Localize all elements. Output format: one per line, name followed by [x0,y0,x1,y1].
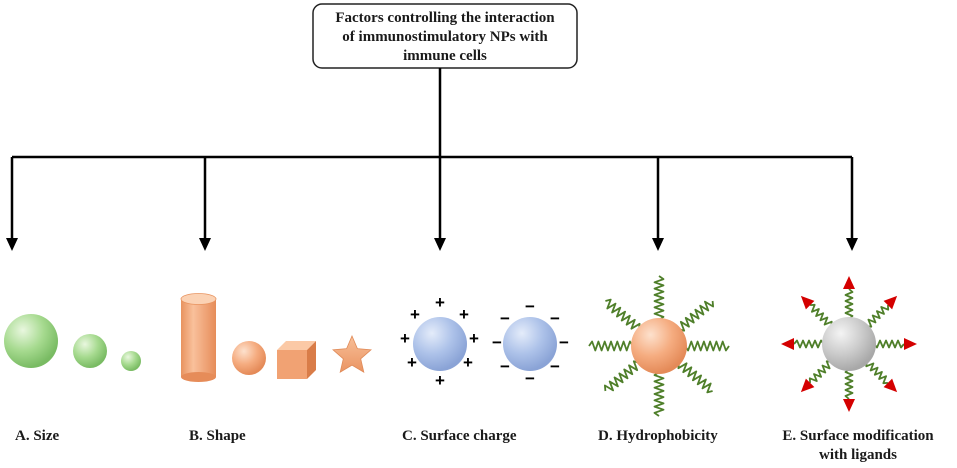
ligand-chain [844,288,854,320]
hydrophobic-chain [684,340,730,352]
title-line-3: immune cells [403,48,487,64]
negative-sign: − [559,333,569,352]
star-particle [332,334,372,374]
ligand-chain [866,305,890,328]
negative-particle: − − − − − − − − [492,297,569,388]
negative-sign: − [525,297,535,316]
ligand-particle [781,276,917,412]
title-line-1: Factors controlling the interaction [335,10,555,26]
ligand-arrowhead-icon [883,378,898,393]
size-particle-small [121,351,141,371]
ligand-chain [793,339,825,349]
title-line-2: of immunostimulatory NPs with [342,29,548,45]
charge-particles: + + + + + + + + − − − − − − − − [400,293,569,390]
ligand-chains [793,288,905,400]
size-particles [4,314,141,371]
hydrophobic-chains [588,275,730,417]
hydrophobic-chain [678,300,714,332]
hydrophobic-chain [588,340,634,352]
positive-particle: + + + + + + + + [400,293,479,390]
hydrophobic-chain [677,362,713,394]
negative-sign: − [550,309,560,328]
ligand-arrowhead-icon [800,378,815,393]
arrowhead-e [846,238,858,251]
hydrophobic-chain [605,298,641,330]
cube-particle [277,341,316,379]
negative-sign: − [492,333,502,352]
negative-particle-core [503,317,557,371]
negative-sign: − [525,369,535,388]
ligand-chain [808,360,832,383]
positive-particle-core [413,317,467,371]
ligand-arrowhead-icon [800,295,815,310]
arrowhead-b [199,238,211,251]
hydrophobic-particle [588,275,730,417]
size-particle-large [4,314,58,368]
ligand-core [822,317,876,371]
ligand-chain [873,339,905,349]
positive-sign: + [435,371,445,390]
ligand-chain [865,361,888,385]
negative-sign: − [500,309,510,328]
connector-tree [6,68,858,251]
arrowhead-c [434,238,446,251]
shape-particles [180,293,372,382]
positive-sign: + [410,305,420,324]
positive-sign: + [435,293,445,312]
label-surface-modification: E. Surface modification [782,428,934,444]
hydrophobic-chain [653,371,665,417]
hydrophobic-chain [604,360,640,392]
negative-sign: − [500,357,510,376]
size-particle-medium [73,334,107,368]
ligand-heads [781,276,917,412]
positive-sign: + [469,329,479,348]
negative-sign: − [550,357,560,376]
positive-sign: + [400,329,410,348]
label-hydrophobicity: D. Hydrophobicity [598,428,718,444]
cylinder-particle [180,293,217,382]
sphere-particle [232,341,266,375]
hydrophobic-core [631,318,687,374]
ligand-arrowhead-icon [843,276,855,289]
label-shape: B. Shape [189,428,246,444]
ligand-arrowhead-icon [904,338,917,350]
ligand-arrowhead-icon [883,295,898,310]
label-with-ligands: with ligands [819,447,897,463]
label-surface-charge: C. Surface charge [402,428,517,444]
hydrophobic-chain [653,275,665,321]
arrowhead-d [652,238,664,251]
ligand-arrowhead-icon [781,338,794,350]
label-size: A. Size [15,428,60,444]
positive-sign: + [407,353,417,372]
ligand-chain [810,303,833,327]
arrowhead-a [6,238,18,251]
ligand-chain [844,368,854,400]
factor-labels: A. Size B. Shape C. Surface charge D. Hy… [15,428,934,463]
title-box: Factors controlling the interaction of i… [312,3,578,69]
ligand-arrowhead-icon [843,399,855,412]
positive-sign: + [459,305,469,324]
positive-sign: + [463,353,473,372]
